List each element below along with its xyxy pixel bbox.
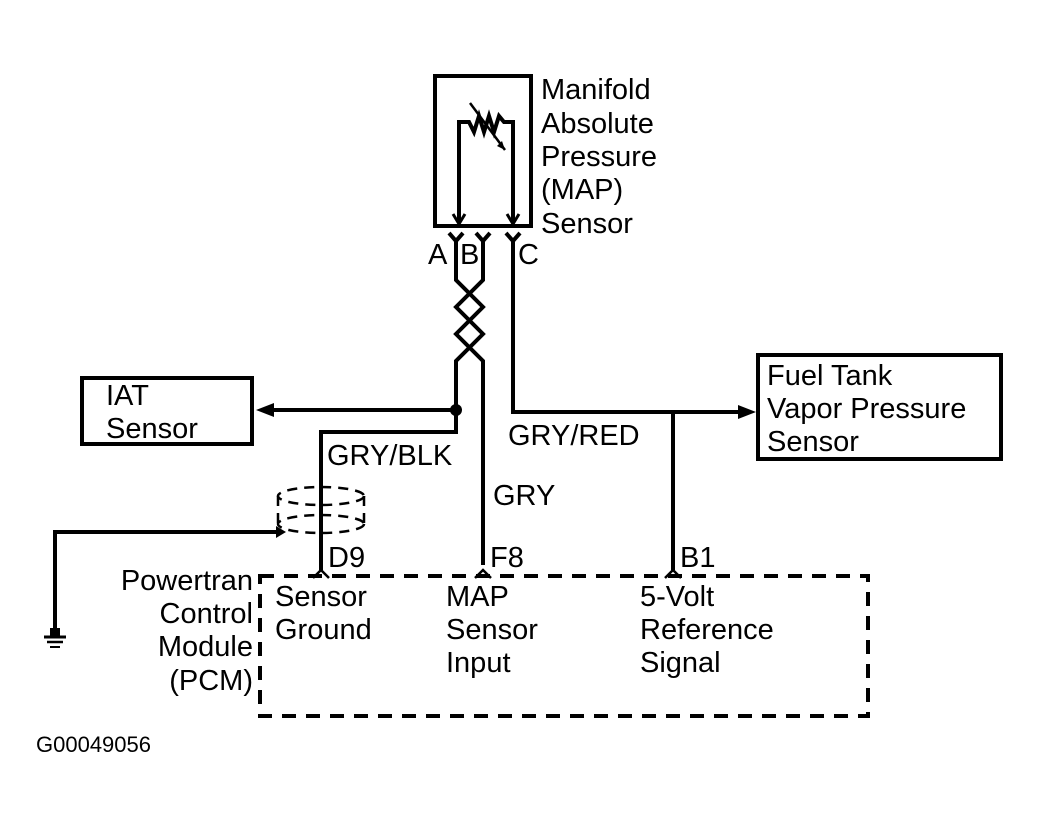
terminal-b1-desc-2: Reference (640, 614, 774, 646)
terminal-f8-desc-2: Sensor (446, 614, 538, 646)
pcm-box (258, 574, 870, 718)
map-sensor-label-2: Absolute (541, 108, 654, 140)
pcm-terminals: D9 F8 B1 (312, 542, 715, 579)
arrow-to-iat-icon (256, 403, 274, 417)
iat-sensor-box (80, 376, 254, 446)
iat-sensor-label-2: Sensor (106, 413, 198, 445)
pin-d9-label: D9 (328, 542, 365, 574)
pin-a-connector-icon (447, 231, 458, 262)
pcm-label-1: Powertran (121, 565, 253, 597)
wire-gry-red: GRY/RED (508, 241, 756, 570)
map-sensor-label-5: Sensor (541, 208, 633, 240)
pcm-label-3: Module (158, 631, 253, 663)
figure-id: G00049056 (36, 732, 151, 757)
pcm-label-2: Control (160, 598, 254, 630)
wire-gry-blk: GRY/BLK (256, 403, 462, 570)
map-sensor-label-1: Manifold (541, 74, 651, 106)
pin-b1-label: B1 (680, 542, 715, 574)
terminal-f8-desc-1: MAP (446, 581, 509, 613)
fuel-tank-label-3: Sensor (767, 426, 859, 458)
pin-b-label: B (460, 239, 479, 271)
wire-label-gry: GRY (493, 480, 555, 512)
terminal-d9-desc-1: Sensor (275, 581, 367, 613)
pcm: Powertran Control Module (PCM) Sensor Gr… (121, 565, 870, 718)
map-sensor-box (433, 74, 533, 228)
wire-gry-blk-upper (453, 262, 486, 408)
map-connector: A B C (428, 231, 539, 271)
pcm-label-4: (PCM) (169, 665, 253, 697)
terminal-b1-desc-1: 5-Volt (640, 581, 714, 613)
variable-resistor-icon (451, 102, 521, 227)
fuel-tank-label-2: Vapor Pressure (767, 393, 966, 425)
ground-wire (44, 526, 286, 648)
map-sensor: Manifold Absolute Pressure (MAP) Sensor (433, 74, 657, 240)
wire-label-gry-red: GRY/RED (508, 420, 640, 452)
iat-sensor: IAT Sensor (80, 376, 254, 446)
chassis-ground-icon (44, 628, 66, 648)
iat-sensor-label-1: IAT (106, 380, 149, 412)
terminal-f8-desc-3: Input (446, 647, 511, 679)
shield-icon (276, 485, 366, 535)
wire-crossover (453, 262, 486, 565)
pin-c-label: C (518, 239, 539, 271)
pin-a-label: A (428, 239, 448, 271)
map-sensor-label-3: Pressure (541, 141, 657, 173)
wire-label-gry-blk: GRY/BLK (327, 440, 453, 472)
arrow-to-fuel-tank-icon (738, 405, 756, 419)
terminal-d9-desc-2: Ground (275, 614, 372, 646)
fuel-tank-label-1: Fuel Tank (767, 360, 893, 392)
map-sensor-label-4: (MAP) (541, 174, 623, 206)
pin-f8-label: F8 (490, 542, 524, 574)
fuel-tank-sensor: Fuel Tank Vapor Pressure Sensor (756, 353, 1003, 461)
fuel-tank-sensor-box (756, 353, 1003, 461)
terminal-b1-desc-3: Signal (640, 647, 721, 679)
